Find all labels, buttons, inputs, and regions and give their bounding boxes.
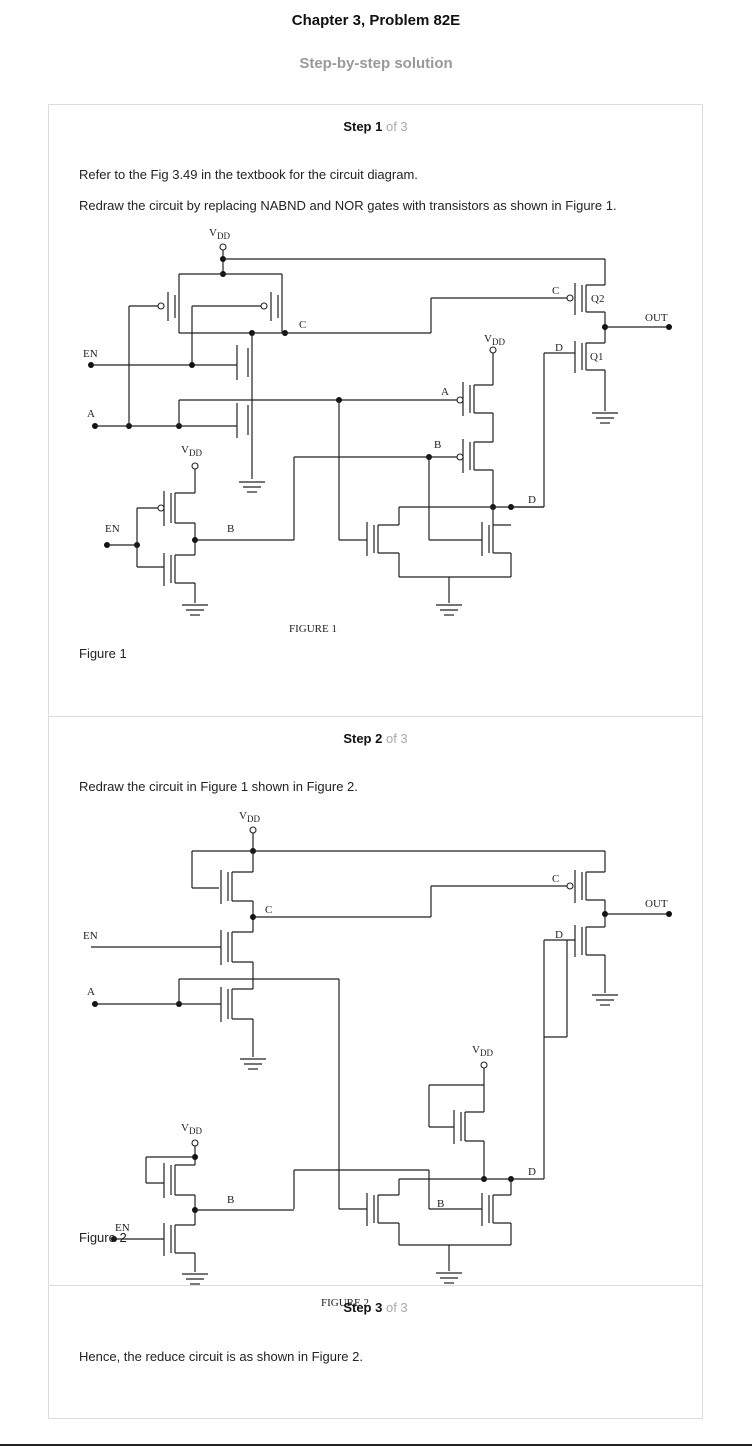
fig1-c-label-1: C [299, 319, 306, 331]
fig2-out-label: OUT [645, 898, 668, 910]
fig1-b-label-2: B [434, 439, 441, 451]
fig2-c-label-2: C [552, 873, 559, 885]
page-title: Chapter 3, Problem 82E [291, 12, 461, 29]
solution-subtitle: Step-by-step solution [299, 55, 453, 72]
fig1-a-label: A [87, 408, 95, 420]
fig1-c-label-2: C [552, 285, 559, 297]
fig1-title: FIGURE 1 [289, 623, 337, 635]
fig1-en-label-2: EN [105, 523, 120, 535]
step-1-section: Step 1 of 3 Refer to the Fig 3.49 in the… [49, 105, 702, 716]
fig2-c-label-1: C [265, 904, 272, 916]
fig2-b-label-1: B [227, 1194, 234, 1206]
solution-steps-panel: Step 1 of 3 Refer to the Fig 3.49 in the… [48, 104, 703, 1419]
fig2-vdd-label-1: VDD [239, 810, 260, 824]
step-2-section: Step 2 of 3 Redraw the circuit in Figure… [49, 716, 702, 1309]
bottom-divider [0, 1444, 752, 1446]
fig2-a-label: A [87, 986, 95, 998]
fig1-a-label-2: A [441, 386, 449, 398]
fig2-en-label-2: EN [115, 1222, 130, 1234]
fig2-vdd-label-3: VDD [181, 1122, 202, 1136]
fig1-b-label-1: B [227, 523, 234, 535]
step-3-section: Step 3 of 3 Hence, the reduce circuit is… [49, 1285, 702, 1419]
fig1-q2-label: Q2 [591, 293, 604, 305]
step-1-heading: Step 1 of 3 [49, 119, 702, 134]
step-1-label: Step 1 [343, 119, 383, 134]
fig2-title: FIGURE 2 [321, 1297, 369, 1309]
fig2-d-label-2: D [555, 929, 563, 941]
step-1-text-2: Redraw the circuit by replacing NABND an… [79, 198, 617, 213]
step-1-text-1: Refer to the Fig 3.49 in the textbook fo… [79, 167, 418, 182]
step-2-figure-caption: Figure 2 [79, 1230, 127, 1245]
step-2-heading: Step 2 of 3 [49, 731, 702, 746]
figure-2-circuit: VDD C EN [83, 810, 672, 1309]
fig2-b-label-2: B [437, 1198, 444, 1210]
step-2-label: Step 2 [343, 731, 383, 746]
step-1-count: of 3 [385, 119, 408, 134]
fig2-vdd-label-2: VDD [472, 1044, 493, 1058]
fig1-vdd-label-1: VDD [209, 227, 230, 241]
fig2-d-label-1: D [528, 1166, 536, 1178]
fig2-en-label-1: EN [83, 930, 98, 942]
fig1-out-label: OUT [645, 312, 668, 324]
step-3-label: Step 3 [343, 1300, 383, 1315]
step-3-text-1: Hence, the reduce circuit is as shown in… [79, 1349, 363, 1364]
figure-1-circuit: VDD [83, 227, 672, 635]
step-3-count: of 3 [385, 1300, 408, 1315]
fig1-d-label-2: D [555, 342, 563, 354]
fig1-vdd-label-3: VDD [181, 444, 202, 458]
fig1-d-label-1: D [528, 494, 536, 506]
step-3-heading: Step 3 of 3 [49, 1300, 702, 1315]
fig1-q1-label: Q1 [590, 351, 603, 363]
step-2-text-1: Redraw the circuit in Figure 1 shown in … [79, 779, 358, 794]
step-2-count: of 3 [385, 731, 408, 746]
fig1-vdd-label-2: VDD [484, 333, 505, 347]
fig1-en-label-1: EN [83, 348, 98, 360]
step-1-figure-caption: Figure 1 [79, 646, 127, 661]
